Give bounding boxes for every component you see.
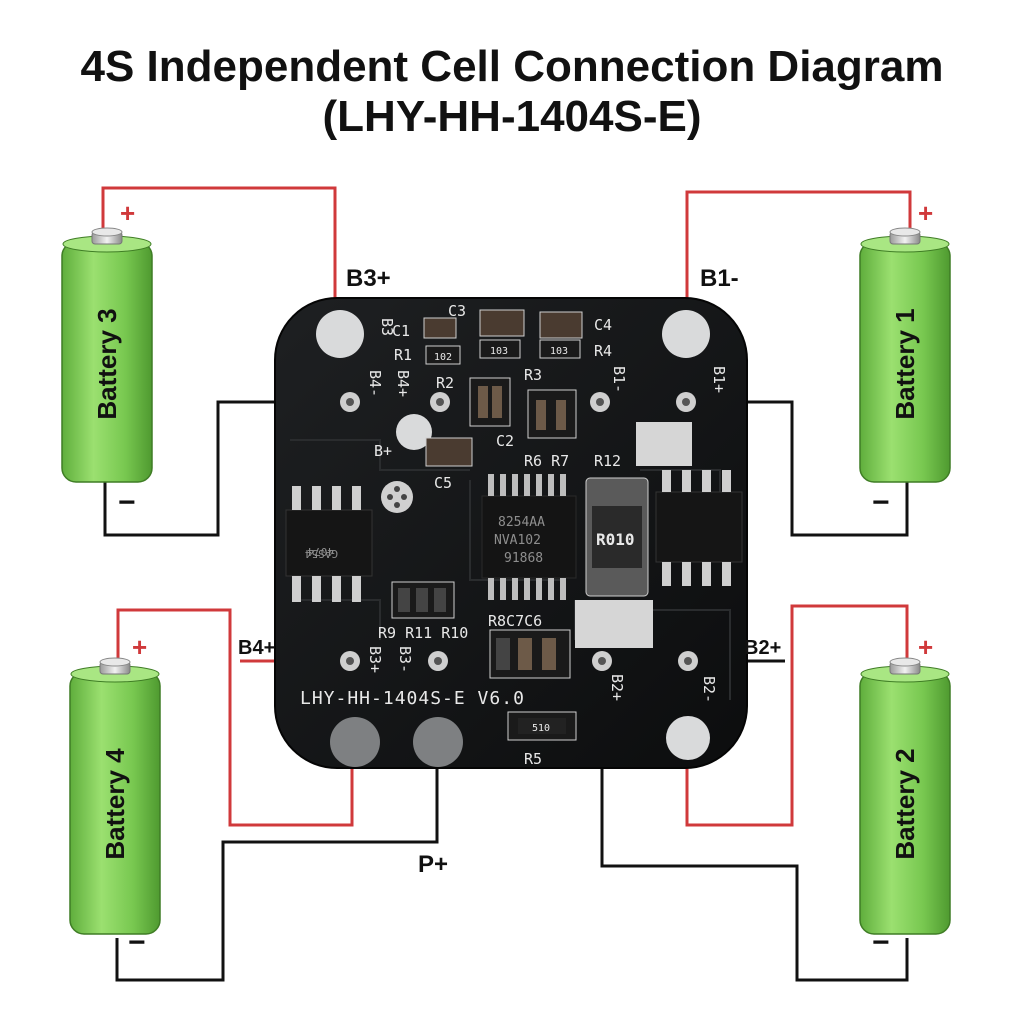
silk-b1-minus: B1- (610, 366, 628, 393)
silk-r5: R5 (524, 750, 542, 768)
protection-board: 102 103 103 GAS54 4074 (274, 297, 748, 769)
label-p-plus: P+ (418, 851, 448, 878)
diagram-title-line-1: 4S Independent Cell Connection Diagram (80, 42, 944, 91)
battery-4-minus-sign: − (128, 926, 146, 959)
silk-r9-r11-r10: R9 R11 R10 (378, 624, 468, 642)
diagram-title-line-2: (LHY-HH-1404S-E) (322, 92, 702, 141)
silk-r3: R3 (524, 366, 542, 384)
battery-2-minus-sign: − (872, 926, 890, 959)
silk-b2-plus: B2+ (608, 674, 626, 701)
battery-2: Battery 2 + − (859, 632, 951, 959)
pcb-pads (316, 310, 710, 767)
pad-b-plus (396, 414, 432, 450)
main-ic-marking-3: 91868 (504, 551, 543, 566)
pcb-components: 102 103 103 GAS54 4074 (285, 309, 743, 741)
silk-c3: C3 (448, 302, 466, 320)
silk-c5: C5 (434, 474, 452, 492)
main-ic-marking-2: NVA102 (494, 533, 541, 548)
wire-battery-2-positive (685, 604, 909, 827)
pad-b2-plus-square (575, 600, 653, 648)
battery-1: Battery 1 + − (859, 198, 951, 519)
wire-battery-1-positive (685, 190, 912, 325)
wire-battery-3-negative (103, 400, 350, 537)
wire-battery-2-negative (600, 662, 909, 982)
battery-3: Battery 3 + − (61, 198, 153, 519)
battery-1-label: Battery 1 (890, 308, 920, 419)
r1-code: 102 (434, 352, 452, 363)
board-model-text: LHY-HH-1404S-E V6.0 (300, 688, 525, 709)
silk-r6-r7: R6 R7 (524, 452, 569, 470)
silk-r12: R12 (594, 452, 621, 470)
silk-b-plus: B+ (374, 442, 392, 460)
silk-c4: C4 (594, 316, 612, 334)
battery-4-plus-sign: + (132, 632, 147, 662)
r4-code: 103 (550, 346, 568, 357)
label-b1-minus: B1- (700, 265, 739, 292)
pad-b1-minus (662, 310, 710, 358)
pad-b1-plus-square (636, 422, 692, 466)
battery-1-plus-sign: + (918, 198, 933, 228)
wire-battery-3-positive (101, 186, 337, 325)
left-mosfet-marking-1: GAS54 (305, 547, 338, 560)
main-ic-marking-1: 8254AA (498, 515, 545, 530)
r3-code: 103 (490, 346, 508, 357)
terminal-labels: B3+ B1- B4+ B2+ P+ (238, 265, 781, 878)
silk-b4-plus: B4+ (394, 370, 412, 397)
label-b4-plus: B4+ (238, 637, 275, 659)
r5-code: 510 (532, 723, 550, 734)
silk-b1-plus: B1+ (710, 366, 728, 393)
left-mosfet-marking-2: 4074 (307, 545, 334, 558)
battery-1-minus-sign: − (872, 486, 890, 519)
battery-4-label: Battery 4 (100, 748, 130, 860)
shunt-marking: R010 (596, 530, 635, 549)
battery-2-label: Battery 2 (890, 748, 920, 859)
label-b2-plus: B2+ (744, 637, 781, 659)
battery-2-plus-sign: + (918, 632, 933, 662)
silk-c1: C1 (392, 322, 410, 340)
silk-b3: B3 (378, 318, 396, 336)
pad-p-plus (413, 717, 463, 767)
silk-b3-minus: B3- (396, 646, 414, 673)
label-b3-plus: B3+ (346, 265, 391, 292)
wire-battery-4-negative (115, 740, 439, 982)
silk-c2: C2 (496, 432, 514, 450)
silk-b4-minus: B4- (366, 370, 384, 397)
pad-b3 (316, 310, 364, 358)
pad-b2-minus (666, 716, 710, 760)
pcb-silkscreen: B3 B4- B4+ B+ B1- B1+ B3+ B3- B2+ B2- C1… (300, 302, 728, 768)
silk-r4: R4 (594, 342, 612, 360)
silk-b2-minus: B2- (700, 676, 718, 703)
wire-battery-4-positive (116, 608, 354, 827)
silk-r2: R2 (436, 374, 454, 392)
battery-3-minus-sign: − (118, 486, 136, 519)
wire-battery-1-negative (686, 400, 909, 537)
pcb-vias (340, 392, 698, 671)
battery-3-plus-sign: + (120, 198, 135, 228)
silk-r8-c7-c6: R8C7C6 (488, 612, 542, 630)
battery-3-label: Battery 3 (92, 308, 122, 419)
silk-r1: R1 (394, 346, 412, 364)
battery-4: Battery 4 + − (69, 632, 161, 959)
pad-p-left (330, 717, 380, 767)
silk-b3-plus: B3+ (366, 646, 384, 673)
